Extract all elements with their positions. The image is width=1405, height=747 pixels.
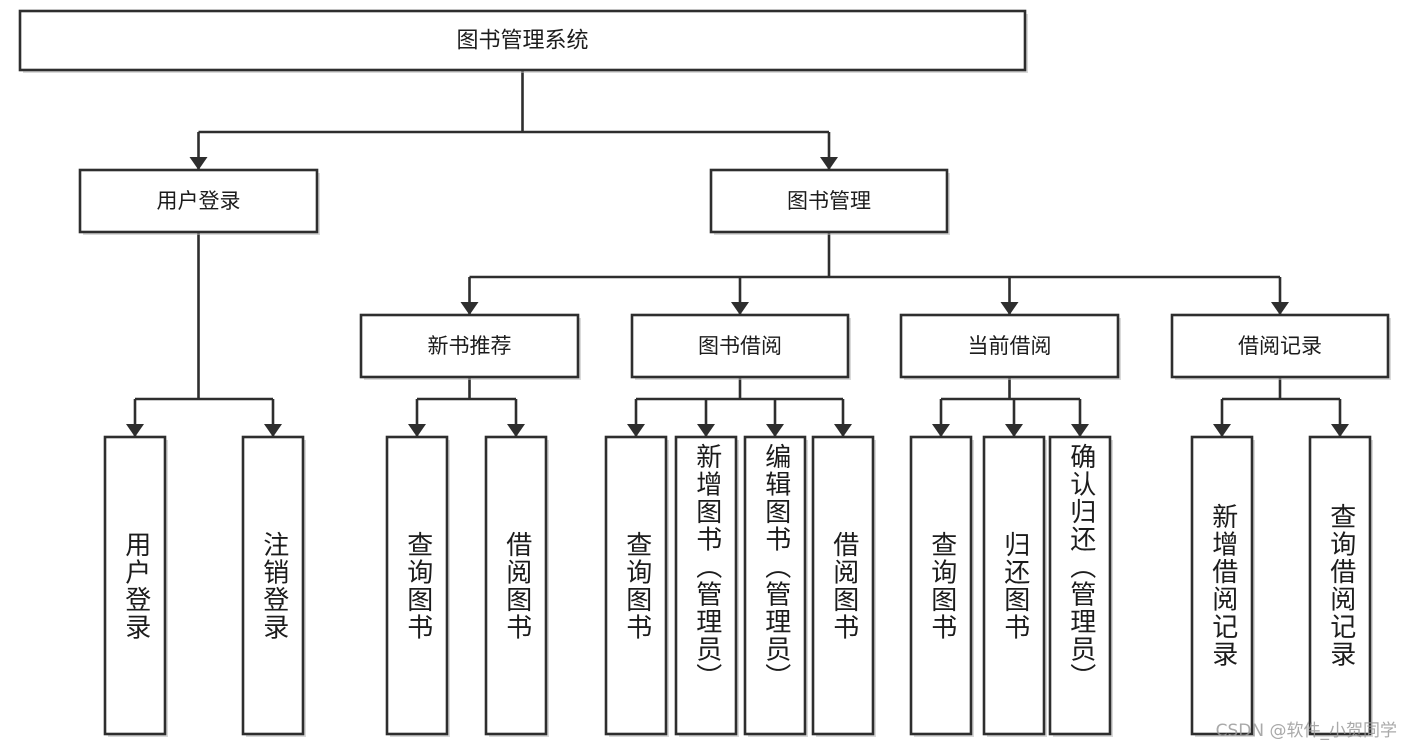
edge-arrowhead: [507, 424, 525, 437]
node-label: 新书推荐: [428, 334, 512, 358]
node-book_borrow[interactable]: 图书借阅: [630, 313, 851, 380]
node-label: 借阅记录: [1238, 334, 1322, 358]
edge-arrowhead: [460, 302, 479, 315]
node-leaf_13[interactable]: [1308, 435, 1373, 737]
node-leaf_05[interactable]: [604, 435, 669, 737]
edge-arrowhead: [1213, 424, 1231, 437]
node-leaf_02[interactable]: [241, 435, 306, 737]
edge-arrowhead: [697, 424, 715, 437]
edge-arrowhead: [627, 424, 645, 437]
node-leaf_04[interactable]: [484, 435, 549, 737]
node-box[interactable]: [1308, 435, 1372, 736]
node-leaf_11[interactable]: [1048, 435, 1113, 737]
edge-arrowhead: [766, 424, 784, 437]
node-box[interactable]: [359, 313, 580, 379]
edge-arrowhead: [731, 302, 749, 315]
node-label: 图书管理系统: [456, 29, 588, 54]
edge-arrowhead: [1000, 302, 1019, 315]
node-box[interactable]: [1048, 435, 1112, 736]
edges-layer: [126, 70, 1349, 437]
node-leaf_07[interactable]: [743, 435, 808, 737]
node-leaf_10[interactable]: [982, 435, 1047, 737]
node-current_borrow[interactable]: 当前借阅: [899, 313, 1121, 380]
node-leaf_12[interactable]: [1190, 435, 1255, 737]
node-box[interactable]: [909, 435, 973, 736]
edge-arrowhead: [1331, 424, 1349, 437]
node-leaf_09[interactable]: [909, 435, 974, 737]
node-leaf_08[interactable]: [811, 435, 876, 737]
node-label: 用户登录: [157, 189, 241, 213]
node-root[interactable]: 图书管理系统: [18, 9, 1028, 73]
node-leaf_03[interactable]: [385, 435, 450, 737]
edge-arrowhead: [834, 424, 852, 437]
node-box[interactable]: [709, 168, 949, 234]
node-box[interactable]: [982, 435, 1046, 736]
edge-arrowhead: [408, 424, 426, 437]
node-label: 图书借阅: [698, 334, 782, 358]
node-leaf_06[interactable]: [674, 435, 739, 737]
node-box[interactable]: [604, 435, 668, 736]
node-box[interactable]: [630, 313, 850, 379]
node-box[interactable]: [1170, 313, 1390, 379]
node-box[interactable]: [899, 313, 1120, 379]
node-box[interactable]: [18, 9, 1027, 72]
node-label: 当前借阅: [968, 334, 1052, 358]
edge-arrowhead: [1271, 302, 1289, 315]
node-box[interactable]: [1190, 435, 1254, 736]
node-borrow_record[interactable]: 借阅记录: [1170, 313, 1391, 380]
node-new_book_rec[interactable]: 新书推荐: [359, 313, 581, 380]
node-box[interactable]: [241, 435, 305, 736]
node-box[interactable]: [78, 168, 319, 234]
node-box[interactable]: [385, 435, 449, 736]
edge-arrowhead: [820, 157, 838, 170]
node-user_login[interactable]: 用户登录: [78, 168, 320, 235]
edge-arrowhead: [1005, 424, 1023, 437]
node-box[interactable]: [103, 435, 167, 736]
node-box[interactable]: [743, 435, 807, 736]
edge-arrowhead: [126, 424, 144, 437]
node-box[interactable]: [811, 435, 875, 736]
edge-arrowhead: [189, 157, 208, 170]
node-box[interactable]: [484, 435, 548, 736]
edge-arrowhead: [264, 424, 282, 437]
node-label: 图书管理: [787, 189, 871, 213]
edge-arrowhead: [1071, 424, 1089, 437]
node-leaf_01[interactable]: [103, 435, 168, 737]
edge-arrowhead: [932, 424, 950, 437]
node-box[interactable]: [674, 435, 738, 736]
node-book_manage[interactable]: 图书管理: [709, 168, 950, 235]
